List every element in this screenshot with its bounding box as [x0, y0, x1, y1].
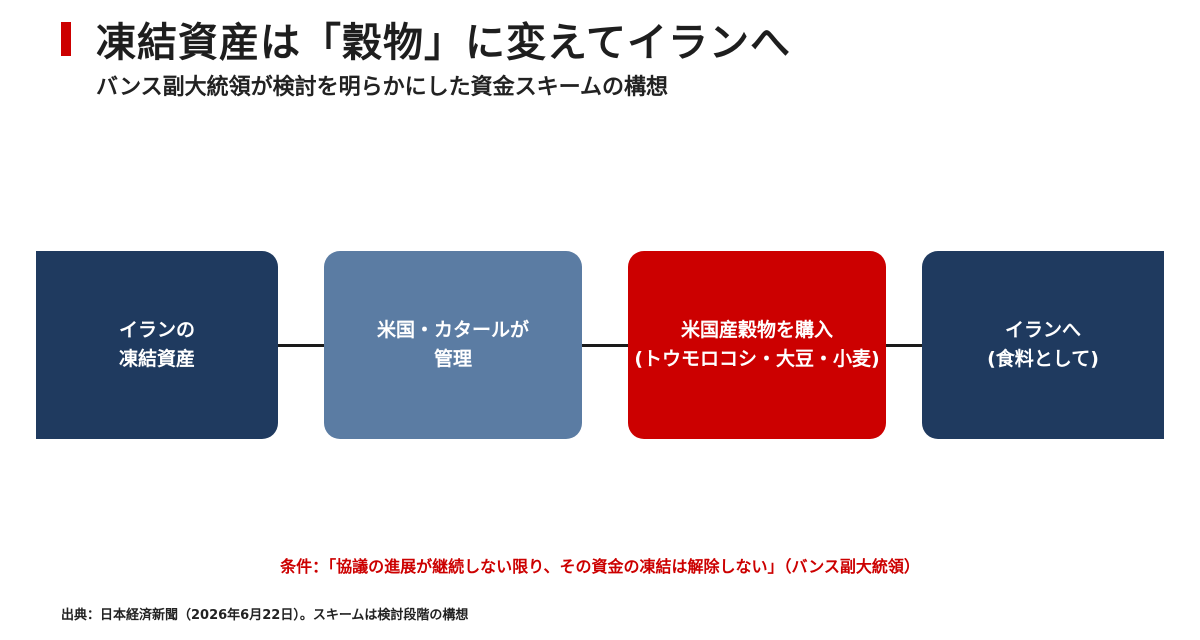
connector-3-4: [886, 344, 922, 347]
flow-step-line1: 米国産穀物を購入: [680, 319, 833, 341]
flow-step-line1: 米国・カタールが: [376, 319, 529, 341]
flow-step-line2: 凍結資産: [118, 348, 195, 370]
flow-step-line1: イランの: [118, 319, 195, 341]
connector-2-3: [582, 344, 628, 347]
flow-step-frozen-assets: イランの 凍結資産: [36, 251, 278, 439]
page-title: 凍結資産は「穀物」に変えてイランへ: [96, 20, 791, 66]
flow-step-line2: (トウモロコシ・大豆・小麦): [634, 348, 880, 370]
flow-step-line1: イランへ: [1004, 319, 1081, 341]
flow-step-grain-purchase: 米国産穀物を購入 (トウモロコシ・大豆・小麦): [628, 251, 886, 439]
flow-step-line2: 管理: [433, 348, 472, 370]
flow-step-line2: (食料として): [987, 348, 1099, 370]
flow-step-management: 米国・カタールが 管理: [324, 251, 582, 439]
source-note: 出典：日本経済新聞（2026年6月22日）。スキームは検討段階の構想: [61, 608, 469, 623]
page-subtitle: バンス副大統領が検討を明らかにした資金スキームの構想: [96, 75, 669, 100]
condition-note: 条件：「協議の進展が継続しない限り、その資金の凍結は解除しない」（バンス副大統領…: [280, 557, 920, 576]
flow-step-to-iran: イランへ (食料として): [922, 251, 1164, 439]
title-accent-bar: [61, 22, 71, 56]
connector-1-2: [278, 344, 324, 347]
